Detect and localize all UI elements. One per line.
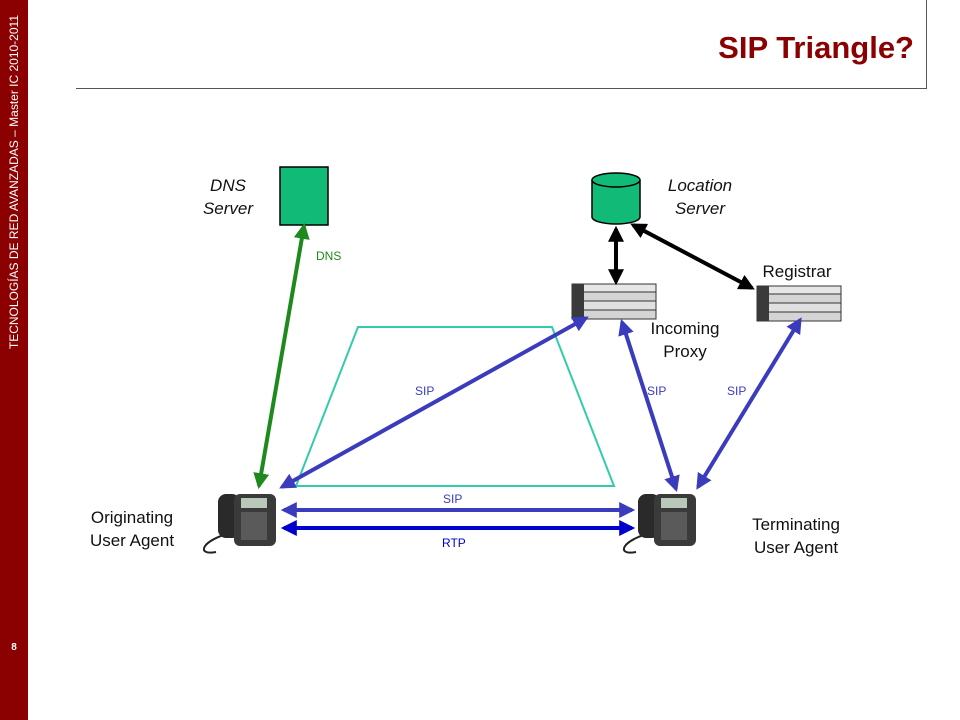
originating-phone: [203, 494, 276, 554]
dns-arrow: [253, 222, 310, 490]
sip-triangle-trapezoid: [294, 326, 616, 487]
slide-title: SIP Triangle?: [718, 30, 914, 65]
sip-direct-label: SIP: [443, 492, 463, 506]
location-server-cylinder: [591, 172, 641, 225]
registrar-label: Registrar: [762, 262, 832, 281]
title-rule: [76, 88, 927, 89]
sip-proxy-term-label: SIP: [647, 384, 667, 398]
sip-origin-proxy-arrow: [279, 316, 589, 489]
terminating-phone: [623, 494, 696, 554]
sip-proxy-term-arrow: [618, 318, 680, 493]
dns-edge-label: DNS: [316, 249, 342, 263]
location-registrar-arrow: [630, 223, 755, 290]
proxy-server-stack: [571, 283, 657, 320]
sip-registrar-term-arrow: [696, 317, 802, 490]
dns-server-box: [279, 166, 329, 226]
page-number: 8: [11, 642, 17, 653]
registrar-server-stack: [756, 285, 842, 322]
sidebar: [0, 0, 28, 720]
rtp-label: RTP: [442, 536, 466, 550]
sip-origin-proxy-label: SIP: [415, 384, 435, 398]
title-rule-vertical: [926, 0, 927, 89]
sip-registrar-term-label: SIP: [727, 384, 747, 398]
